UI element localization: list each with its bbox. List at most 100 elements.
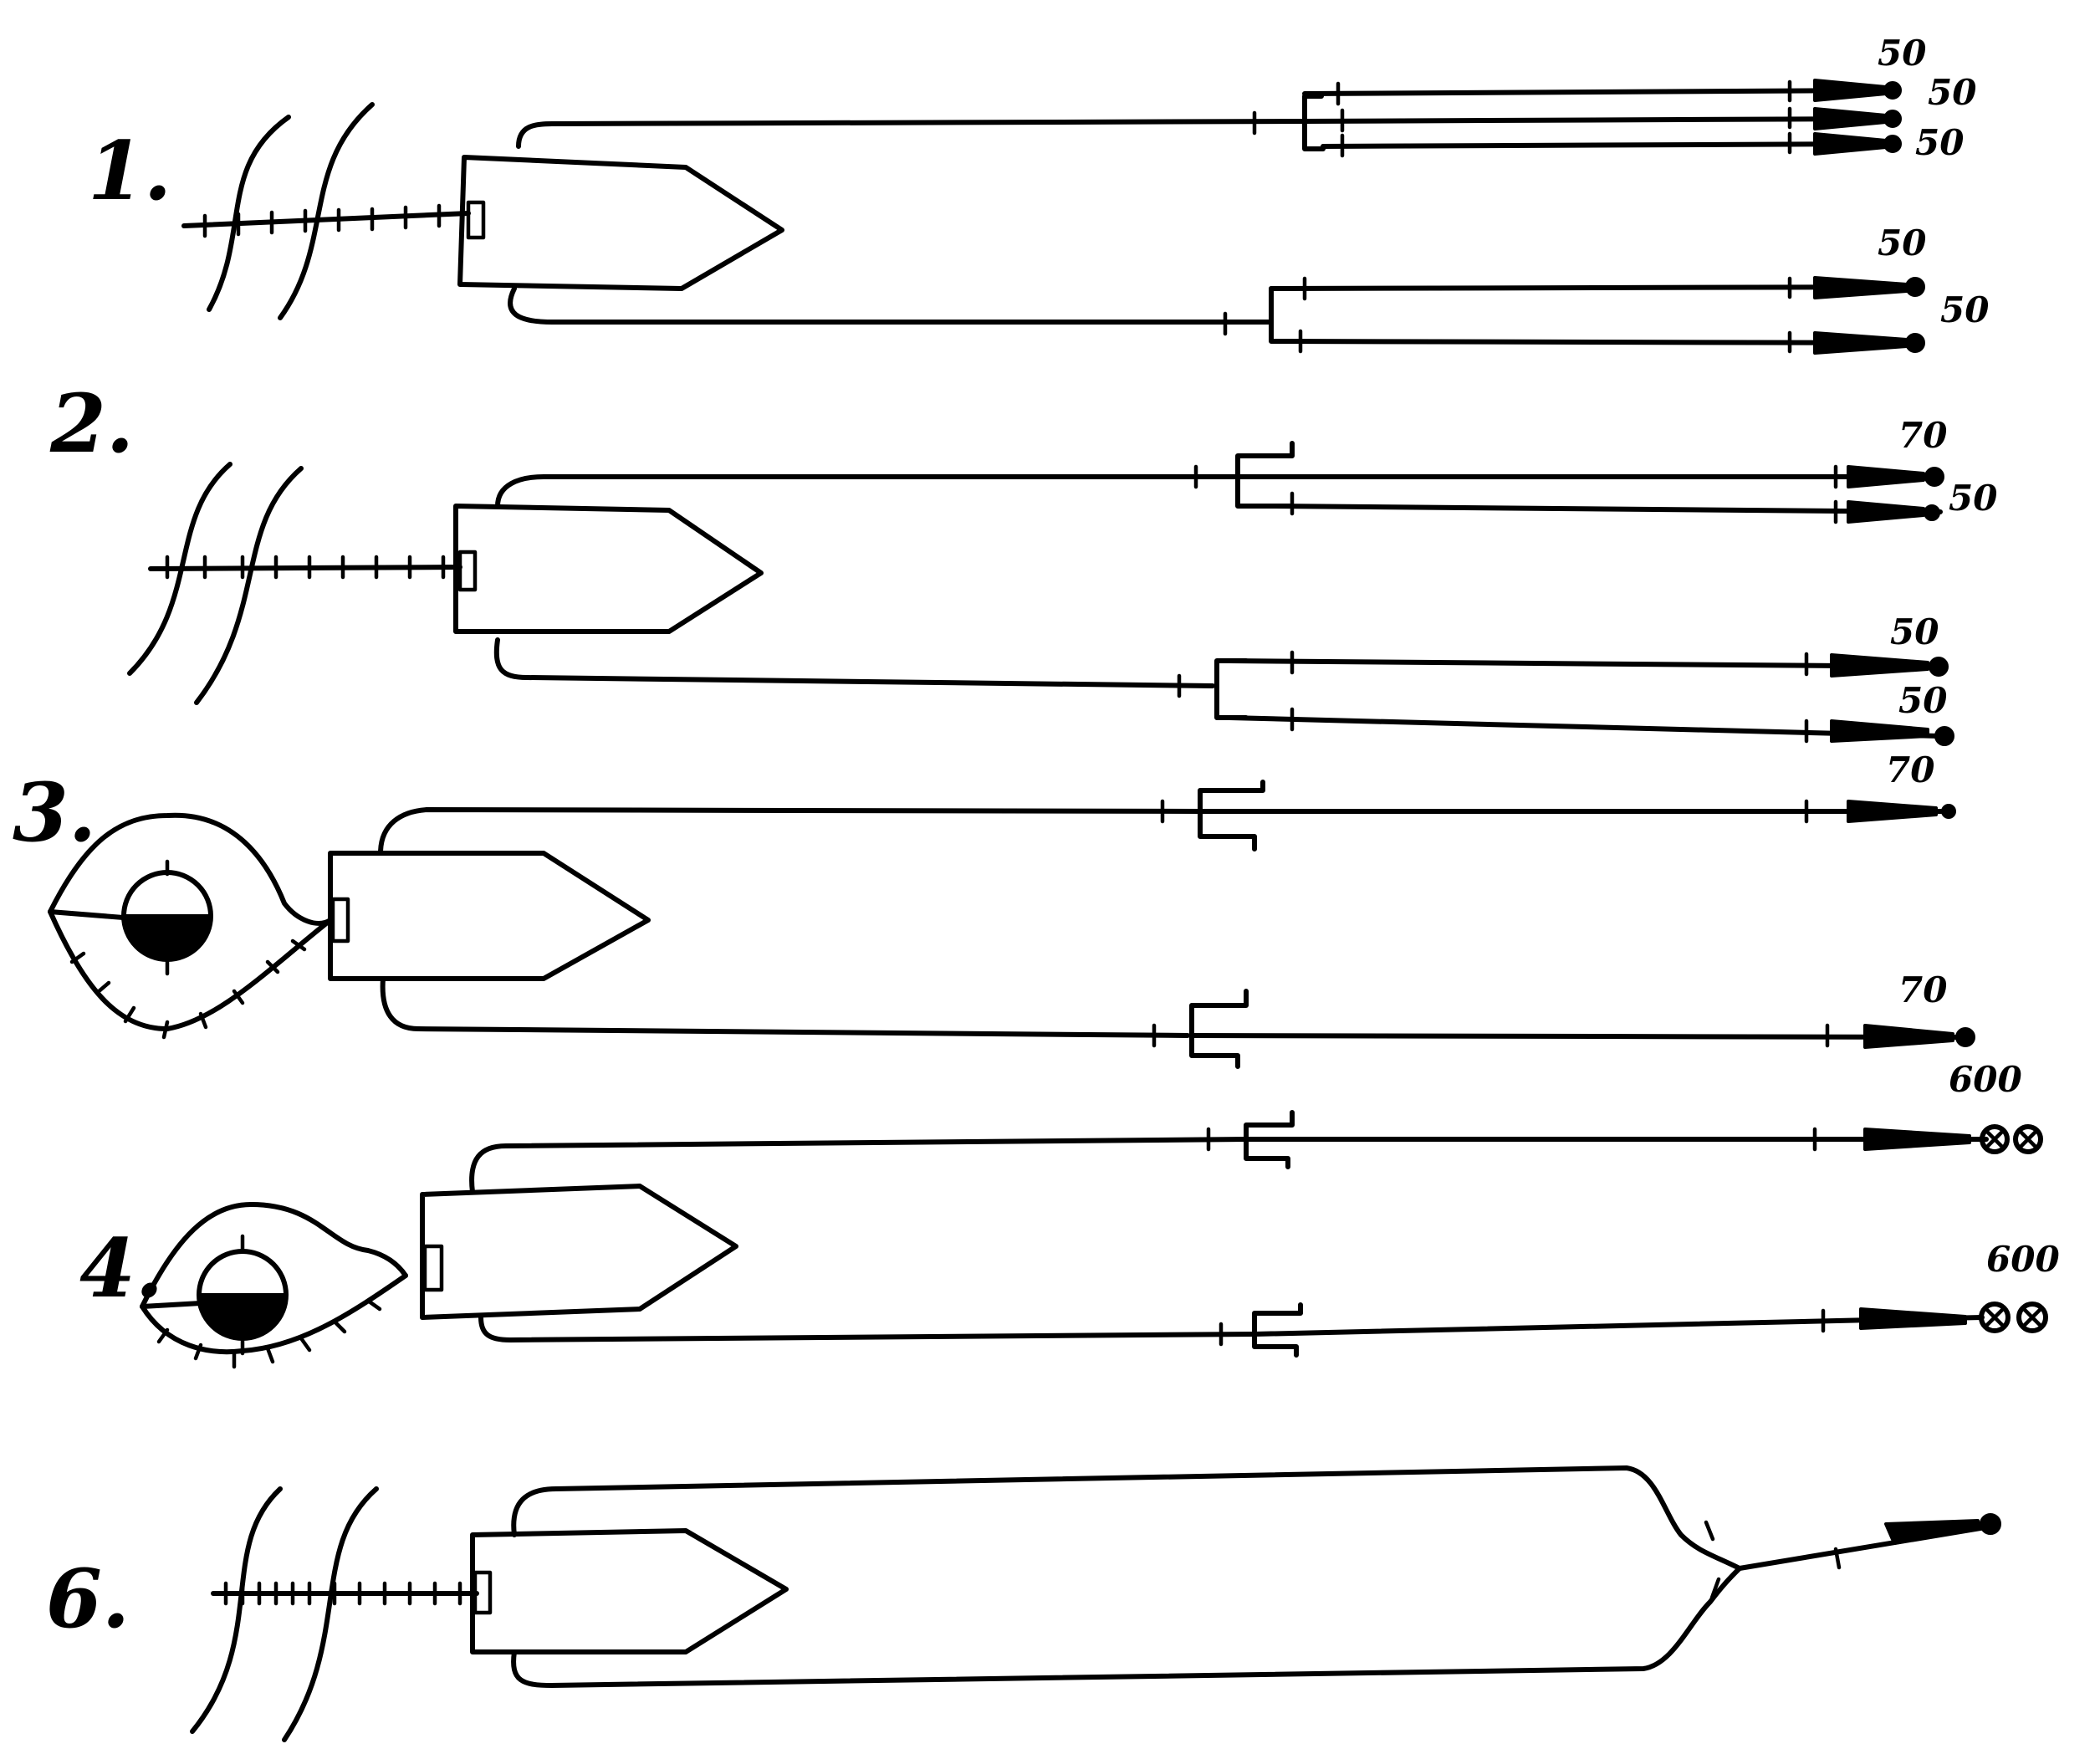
bridle-line-upper: [469, 1137, 1249, 1194]
wave-line: [127, 462, 232, 676]
towing-wire: [1227, 658, 1943, 669]
end-buoy: [1980, 1513, 2001, 1535]
net-line: [48, 909, 136, 921]
vessel-hull: [457, 155, 784, 291]
stern-fitting: [422, 1244, 444, 1292]
buoy-marker-cross: [2021, 1307, 2043, 1328]
trawl-cone: [1859, 1307, 1967, 1330]
bridle-line-lower: [478, 1315, 1257, 1342]
buoy-marker-cross: [1984, 1128, 2005, 1150]
net-ticks: [156, 1298, 382, 1369]
wire-ticks: [1206, 1127, 1817, 1152]
buoy-marker: [2013, 1124, 2043, 1154]
net-line: [140, 1301, 203, 1309]
end-buoy: [1883, 110, 1902, 128]
scheme-number: 6.: [46, 1552, 130, 1646]
trawl-cone: [1847, 500, 1925, 524]
trawl-cone: [1847, 800, 1938, 823]
stern-fitting: [473, 1570, 493, 1615]
scheme-2: 2. 70 50 50 50: [49, 376, 1997, 746]
scheme-number: 1.: [88, 124, 171, 218]
towing-wire: [1227, 715, 1943, 739]
end-buoy: [1941, 804, 1956, 819]
tow-line-ticks: [202, 203, 442, 238]
end-buoy: [1883, 135, 1902, 153]
bridle-line-upper: [511, 1465, 1742, 1571]
scheme-number: 3.: [13, 765, 96, 860]
vessel-hull: [420, 1184, 738, 1320]
spreader-bracket: [1198, 780, 1265, 851]
tow-line: [181, 211, 471, 228]
towing-wire: [1302, 116, 1876, 124]
spreader-bracket: [1269, 286, 1295, 344]
bridle-line-lower: [508, 286, 1274, 325]
bridle-line-lower: [511, 1566, 1742, 1688]
vessel-hull: [470, 1528, 789, 1654]
wave-line: [194, 466, 304, 705]
buoy-marker-cross: [1984, 1307, 2005, 1328]
buoy-marker-cross: [2017, 1128, 2039, 1150]
trawl-cone: [1813, 79, 1888, 102]
scheme-number: 2.: [49, 376, 134, 471]
end-buoy: [1924, 467, 1944, 487]
trawl-cone: [1813, 331, 1908, 355]
scheme-1: 1. 50 50 50 50 50: [88, 33, 1989, 355]
scheme-3: 3. 70 70: [13, 749, 1975, 1069]
spreader-bracket: [1235, 441, 1295, 509]
wire-length-label: 50: [1890, 611, 1939, 652]
end-buoy: [1924, 504, 1940, 521]
tow-line: [148, 565, 462, 571]
scheme-number: 4.: [79, 1221, 163, 1316]
towing-wire: [1269, 504, 1943, 514]
wire-length-label: 50: [1928, 72, 1976, 113]
vessel-hull: [328, 851, 651, 981]
wire-length-label: 70: [1898, 415, 1947, 456]
spreader-bracket: [1214, 658, 1249, 720]
spreader-bracket: [1252, 1302, 1303, 1358]
wire-length-label: 600: [1986, 1239, 2060, 1280]
wire-ticks: [1223, 276, 1792, 354]
wire-length-label: 70: [1886, 749, 1934, 790]
wave-line: [278, 102, 375, 320]
wire-ticks: [1160, 799, 1809, 824]
end-buoy: [1934, 726, 1954, 746]
bridle-line-upper: [516, 119, 1307, 149]
net-ticks: [69, 938, 307, 1040]
spreader-bracket: [1189, 989, 1249, 1069]
wire-length-label: 50: [1878, 33, 1926, 74]
scheme-4: 4. 600 600: [79, 1059, 2060, 1369]
net-outline: [48, 812, 333, 926]
end-buoy: [1883, 81, 1902, 100]
trawl-cone: [1830, 719, 1929, 743]
wave-line: [282, 1486, 379, 1742]
wire-length-label: 600: [1949, 1059, 2022, 1100]
stern-fitting: [330, 897, 350, 944]
bridle-line-upper: [378, 807, 1203, 856]
trawl-cone: [1847, 465, 1925, 488]
towing-wire: [1321, 141, 1876, 149]
buoy-marker: [1980, 1124, 2010, 1154]
end-buoy: [1955, 1027, 1975, 1047]
vessel-hull: [453, 504, 764, 634]
buoy-marker: [1979, 1302, 2011, 1333]
end-buoy: [1929, 657, 1949, 677]
wire-ticks: [1193, 464, 1838, 524]
towing-wire: [1277, 339, 1918, 345]
wire-ticks: [1704, 1520, 1842, 1600]
wire-ticks: [1152, 1023, 1830, 1048]
wire-ticks: [1219, 1308, 1826, 1347]
towing-wire: [1302, 88, 1876, 96]
wire-length-label: 50: [1898, 680, 1947, 721]
end-buoy: [1905, 277, 1925, 297]
trawl-cone: [1813, 132, 1888, 156]
scheme-6: 6.: [46, 1465, 2001, 1742]
wave-line: [207, 115, 291, 312]
wire-ticks: [1252, 79, 1792, 158]
bridle-line-upper: [495, 474, 1240, 509]
trawl-cone: [1863, 1024, 1954, 1049]
tank-fill: [122, 914, 212, 961]
trawl-cone: [1813, 107, 1888, 130]
wire-length-label: 70: [1898, 969, 1947, 1010]
wire-length-label: 50: [1949, 478, 1997, 519]
buoy-marker: [2016, 1302, 2048, 1333]
